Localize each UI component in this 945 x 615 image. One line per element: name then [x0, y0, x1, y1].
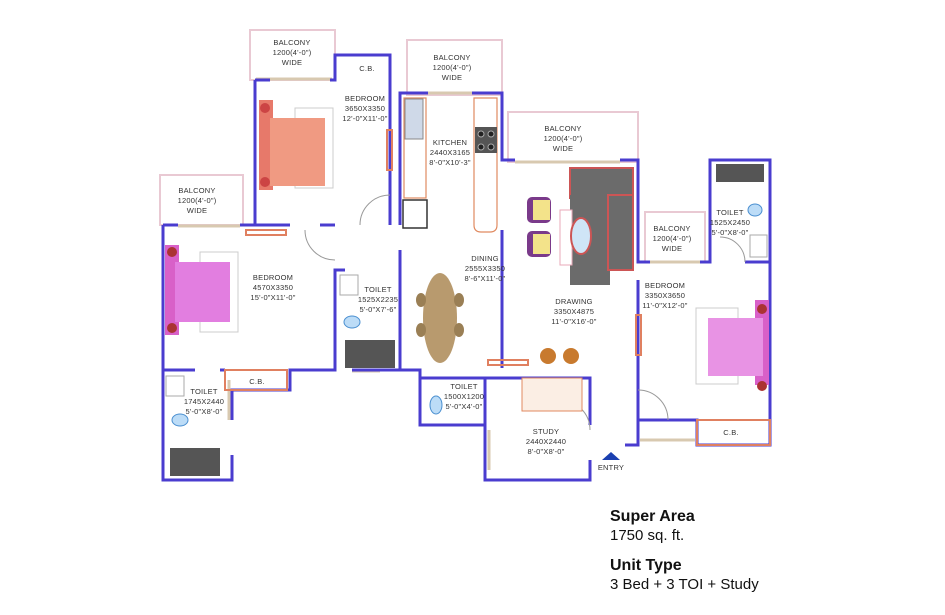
room-name: BALCONY [433, 53, 471, 62]
room-name: KITCHEN [432, 138, 468, 147]
room-name: STUDY [532, 427, 560, 436]
room-size-mm: 1745X2440 [183, 397, 225, 406]
room-name: BALCONY [653, 224, 691, 233]
room-name: TOILET [190, 387, 218, 396]
room-size-ft: 8'-6"X11'-0" [464, 274, 506, 283]
room-size-ft: 15'-0"X11'-0" [250, 293, 296, 302]
room-size-ft: WIDE [661, 244, 683, 253]
toilet-fixtures [165, 164, 768, 476]
room-name: BALCONY [178, 186, 216, 195]
entry-arrow-icon [602, 452, 620, 460]
room-label-cb-bedroom3: C.B. [723, 428, 738, 438]
room-name: TOILET [364, 285, 392, 294]
armchairs [527, 197, 579, 364]
kitchen-counters [403, 97, 498, 233]
bed-bedroom1 [259, 100, 334, 190]
room-size-ft: 5'-0"X4'-0" [445, 402, 483, 411]
room-size-mm: 1200(4'-0") [432, 63, 472, 72]
fridge [402, 199, 428, 229]
room-size-mm: 1525X2235 [357, 295, 399, 304]
room-size-ft: 5'-0"X7'-6" [359, 305, 397, 314]
room-size-ft: 8'-0"X8'-0" [527, 447, 565, 456]
kitchen-stove [475, 127, 497, 153]
unit-type-value: 3 Bed + 3 TOI + Study [610, 576, 759, 593]
room-name: BEDROOM [644, 281, 686, 290]
room-name: BALCONY [273, 38, 311, 47]
room-size-ft: 11'-0"X16'-0" [551, 317, 597, 326]
room-size-mm: 2440X2440 [525, 437, 567, 446]
room-size-mm: 3350X4875 [553, 307, 595, 316]
windows [224, 129, 771, 446]
room-name: DRAWING [555, 297, 593, 306]
room-name: C.B. [723, 428, 739, 437]
room-label-cb-bedroom1: C.B. [359, 64, 374, 74]
room-size-ft: WIDE [441, 73, 463, 82]
room-size-mm: 4570X3350 [252, 283, 294, 292]
room-name: BEDROOM [344, 94, 386, 103]
sofa-set [559, 167, 634, 285]
room-size-mm: 1200(4'-0") [652, 234, 692, 243]
room-size-mm: 3650X3350 [344, 104, 386, 113]
super-area-block: Super Area 1750 sq. ft. [610, 507, 695, 545]
room-size-ft: WIDE [552, 144, 574, 153]
study-desk [521, 377, 583, 412]
room-size-ft: 5'-0"X8'-0" [711, 228, 749, 237]
unit-type-label: Unit Type [610, 557, 682, 574]
room-size-mm: 2440X3165 [429, 148, 471, 157]
entry-label: ENTRY [598, 463, 624, 473]
room-size-ft: 12'-0"X11'-0" [342, 114, 388, 123]
room-name: C.B. [249, 377, 265, 386]
room-size-ft: 11'-0"X12'-0" [642, 301, 688, 310]
bed-bedroom2 [165, 245, 239, 335]
room-size-mm: 3350X3650 [644, 291, 686, 300]
room-name: TOILET [450, 382, 478, 391]
room-size-ft: WIDE [186, 206, 208, 215]
room-size-mm: 1200(4'-0") [272, 48, 312, 57]
bed-bedroom3 [695, 300, 769, 391]
room-size-ft: WIDE [281, 58, 303, 67]
room-size-mm: 1200(4'-0") [177, 196, 217, 205]
room-name: C.B. [359, 64, 375, 73]
room-label-cb-bedroom2: C.B. [249, 377, 264, 387]
kitchen-sink [404, 98, 424, 140]
unit-type-block: Unit Type 3 Bed + 3 TOI + Study [610, 556, 759, 594]
dining-table [416, 273, 464, 363]
room-name: BALCONY [544, 124, 582, 133]
room-size-mm: 1525X2450 [709, 218, 751, 227]
room-size-ft: 5'-0"X8'-0" [185, 407, 223, 416]
entry-text: ENTRY [597, 463, 625, 472]
room-size-mm: 1500X1200 [443, 392, 485, 401]
room-name: TOILET [716, 208, 744, 217]
room-size-ft: 8'-0"X10'-3" [429, 158, 471, 167]
room-name: DINING [471, 254, 499, 263]
super-area-label: Super Area [610, 508, 695, 525]
super-area-value: 1750 sq. ft. [610, 527, 685, 544]
room-name: BEDROOM [252, 273, 294, 282]
room-size-mm: 2555X3350 [464, 264, 506, 273]
room-size-mm: 1200(4'-0") [543, 134, 583, 143]
